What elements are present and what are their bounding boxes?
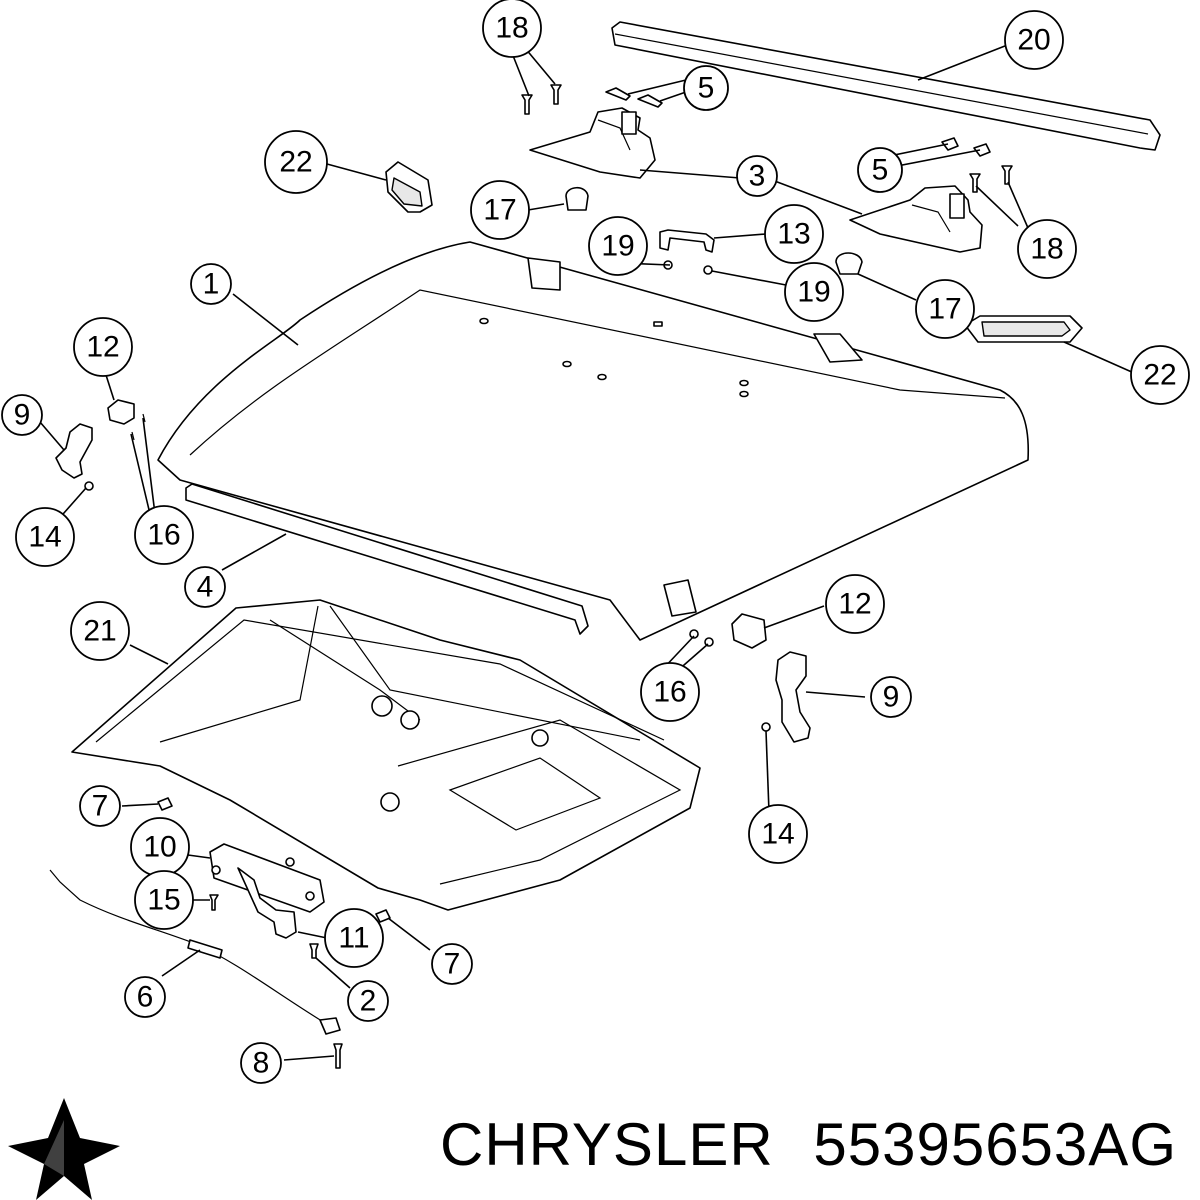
callout-number: 1 — [203, 268, 220, 301]
callout: 9 — [870, 676, 912, 718]
callout: 16 — [640, 662, 700, 722]
callout: 8 — [240, 1042, 282, 1084]
screw-part — [209, 894, 219, 911]
callout: 14 — [15, 507, 75, 567]
nut-part — [84, 481, 94, 491]
callout-number: 21 — [83, 615, 116, 648]
handle-part — [659, 229, 715, 253]
callout-number: 14 — [761, 818, 794, 851]
callout: 12 — [73, 317, 133, 377]
weatherstrip-part — [611, 21, 1161, 151]
hinge-part — [849, 185, 983, 253]
part-number-caption: CHRYSLER 55395653AG — [440, 1110, 1200, 1180]
clip-part — [663, 260, 713, 275]
callout: 22 — [1130, 345, 1190, 405]
insulator-part — [71, 599, 701, 911]
callout-number: 15 — [147, 884, 180, 917]
callout: 22 — [264, 130, 328, 194]
callout: 19 — [784, 262, 844, 322]
hood-panel-part — [157, 241, 1030, 641]
bumper-part — [565, 186, 863, 275]
hinge-part — [529, 107, 656, 179]
release-cable-part — [49, 869, 341, 1035]
bolt-part — [605, 87, 663, 108]
pin-part — [131, 413, 146, 441]
striker-part — [107, 399, 135, 425]
callout-number: 5 — [698, 72, 715, 105]
nut-part — [761, 722, 771, 732]
nut-part — [689, 629, 714, 647]
callout-number: 7 — [92, 790, 109, 823]
brand-name: CHRYSLER — [440, 1111, 774, 1178]
vent-part — [964, 315, 1083, 343]
callout-number: 6 — [137, 981, 154, 1014]
push-pin-part — [157, 797, 391, 923]
callout: 17 — [470, 180, 530, 240]
callout: 19 — [588, 216, 648, 276]
callout-number: 4 — [197, 571, 214, 604]
callout: 1 — [190, 263, 232, 305]
callout-number: 9 — [883, 681, 900, 714]
callout: 7 — [431, 943, 473, 985]
callout: 14 — [748, 804, 808, 864]
callout: 16 — [134, 505, 194, 565]
callout: 9 — [1, 394, 43, 436]
callout: 18 — [482, 0, 542, 58]
callout: 6 — [124, 976, 166, 1018]
screw-part — [521, 84, 562, 115]
callout-number: 19 — [797, 276, 830, 309]
safety-catch-part — [237, 867, 297, 939]
callout-number: 18 — [1030, 233, 1063, 266]
callout: 7 — [79, 785, 121, 827]
callout-number: 12 — [838, 588, 871, 621]
screw-part — [969, 165, 1013, 193]
callout-number: 14 — [28, 521, 61, 554]
vent-part — [385, 161, 433, 213]
callout-number: 5 — [872, 154, 889, 187]
callout: 11 — [324, 908, 384, 968]
chrysler-pentastar-icon — [8, 1098, 120, 1200]
callout: 5 — [857, 147, 903, 193]
callout-number: 7 — [444, 948, 461, 981]
callout: 5 — [683, 65, 729, 111]
callout-number: 2 — [360, 985, 377, 1018]
callout-number: 8 — [253, 1047, 270, 1080]
callout: 12 — [825, 574, 885, 634]
callout-number: 17 — [928, 293, 961, 326]
callout-number: 17 — [483, 194, 516, 227]
callout: 2 — [347, 980, 389, 1022]
callout-number: 19 — [601, 230, 634, 263]
callout-number: 20 — [1017, 24, 1050, 57]
callout-number: 12 — [86, 331, 119, 364]
callout: 18 — [1017, 219, 1077, 279]
striker-part — [731, 613, 767, 649]
callout-number: 3 — [749, 160, 766, 193]
callout: 13 — [764, 204, 824, 264]
callout: 21 — [70, 601, 130, 661]
seal-part — [185, 483, 589, 635]
callout: 10 — [130, 817, 190, 877]
bolt-part — [309, 943, 319, 959]
part-number: 55395653AG — [813, 1111, 1177, 1178]
pin-part — [333, 1043, 343, 1069]
latch-plate-part — [209, 843, 325, 913]
callout-number: 10 — [143, 831, 176, 864]
callout-number: 22 — [1143, 359, 1176, 392]
callout-number: 22 — [279, 146, 312, 179]
callout-number: 18 — [495, 12, 528, 45]
callout-number: 9 — [14, 399, 31, 432]
callout: 17 — [915, 279, 975, 339]
callout: 4 — [184, 566, 226, 608]
callout-number: 11 — [338, 922, 369, 955]
callout-number: 13 — [777, 218, 810, 251]
callout: 15 — [134, 870, 194, 930]
latch-bracket-part — [55, 423, 93, 479]
latch-bracket-part — [775, 651, 811, 743]
callout: 3 — [736, 155, 778, 197]
callout: 20 — [1004, 10, 1064, 70]
callout-number: 16 — [653, 676, 686, 709]
callout-number: 16 — [147, 519, 180, 552]
bolt-part — [941, 137, 991, 157]
